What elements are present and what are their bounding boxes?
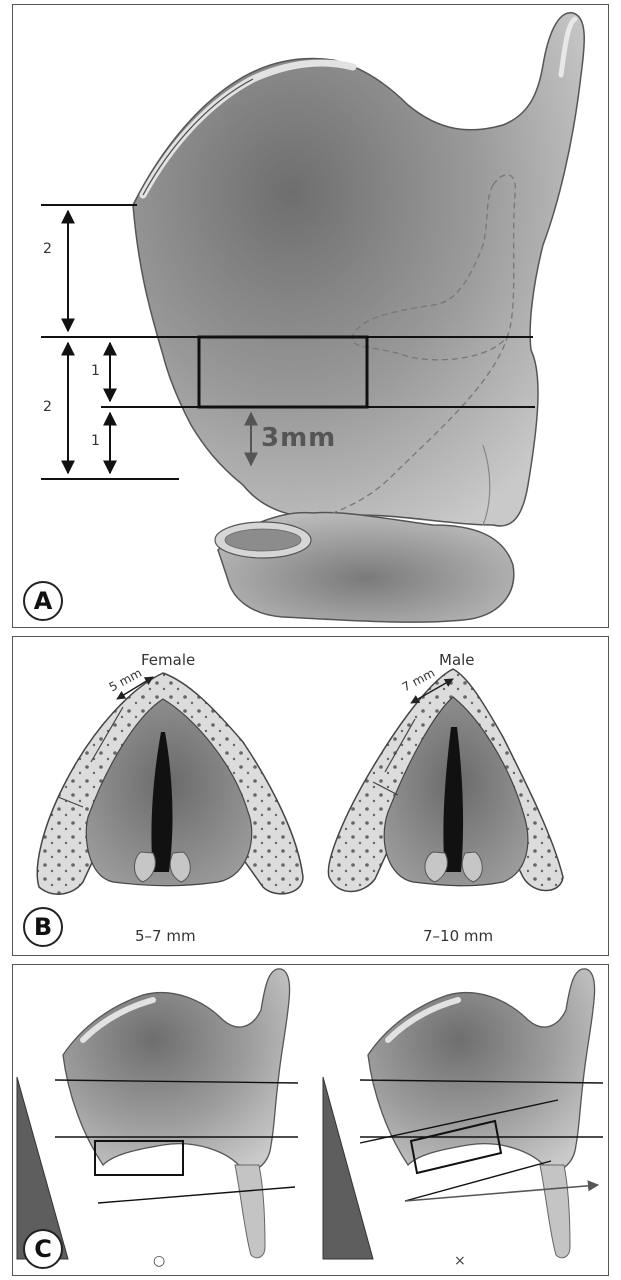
male-range: 7–10 mm xyxy=(423,927,493,945)
panel-b-badge: B xyxy=(23,907,63,947)
female-range: 5–7 mm xyxy=(135,927,196,945)
male-title: Male xyxy=(439,651,475,669)
panel-c: ○ × C xyxy=(12,964,609,1276)
panel-b: Female Male 5 mm 7 mm 5–7 mm 7–10 mm B xyxy=(12,636,609,956)
panel-a-drawing xyxy=(13,5,609,628)
dim-label-sub-upper: 1 xyxy=(91,363,100,379)
right-mark-incorrect: × xyxy=(454,1253,466,1269)
thyroid-cartilage xyxy=(133,13,584,526)
left-cartilage-correct xyxy=(17,969,298,1259)
dim-label-sub-lower: 1 xyxy=(91,433,100,449)
panel-c-badge: C xyxy=(23,1229,63,1269)
panel-a-badge: A xyxy=(23,581,63,621)
left-mark-correct: ○ xyxy=(153,1253,165,1269)
panel-b-drawing xyxy=(13,637,609,956)
dim-label-upper: 2 xyxy=(43,241,52,257)
female-larynx xyxy=(37,673,303,894)
right-wedge xyxy=(323,1077,373,1259)
male-larynx xyxy=(328,669,563,892)
panel-c-drawing xyxy=(13,965,609,1276)
panel-a: 2 2 1 1 3mm A xyxy=(12,4,609,628)
female-title: Female xyxy=(141,651,195,669)
right-cartilage-incorrect xyxy=(323,969,603,1259)
measurement-label: 3mm xyxy=(261,423,336,453)
dim-label-lower: 2 xyxy=(43,399,52,415)
